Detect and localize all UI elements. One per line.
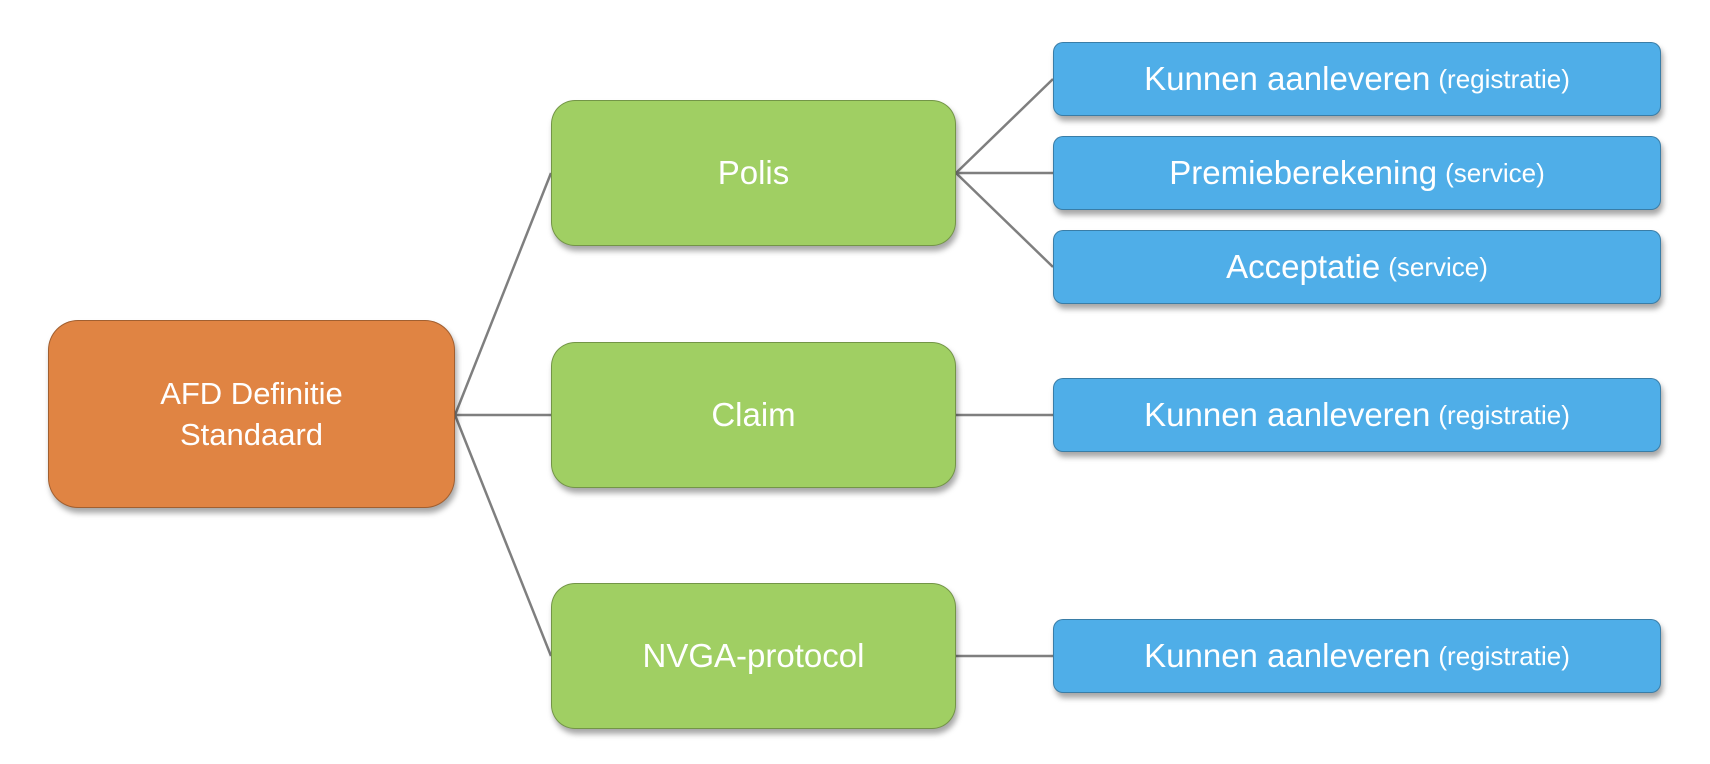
connector-polis-leaf-3 [955, 172, 1054, 268]
leaf-node-polis-kunnen-aanleveren: Kunnen aanleveren (registratie) [1053, 42, 1661, 116]
category-label: Polis [717, 154, 790, 191]
root-label-line1: AFD Definitie [160, 376, 343, 411]
category-node-claim: Claim [551, 342, 956, 488]
category-node-polis: Polis [551, 100, 956, 246]
leaf-node-polis-acceptatie: Acceptatie (service) [1053, 230, 1661, 304]
leaf-qualifier: (service) [1445, 157, 1545, 188]
connector-root-polis [453, 172, 553, 416]
category-label: NVGA-protocol [642, 637, 865, 674]
leaf-qualifier: (service) [1388, 251, 1488, 282]
leaf-main-label: Kunnen aanleveren [1144, 637, 1431, 674]
leaf-node-claim-kunnen-aanleveren: Kunnen aanleveren (registratie) [1053, 378, 1661, 452]
leaf-node-polis-premieberekening: Premieberekening (service) [1053, 136, 1661, 210]
root-label-line2: Standaard [179, 417, 324, 452]
category-node-nvga-protocol: NVGA-protocol [551, 583, 956, 729]
leaf-qualifier: (registratie) [1438, 63, 1570, 94]
leaf-main-label: Kunnen aanleveren [1144, 396, 1431, 433]
connector-root-nvga [453, 414, 553, 657]
leaf-qualifier: (registratie) [1438, 640, 1570, 671]
leaf-main-label: Kunnen aanleveren [1144, 60, 1431, 97]
root-node: AFD Definitie Standaard [48, 320, 455, 508]
leaf-main-label: Premieberekening [1169, 154, 1438, 191]
leaf-node-nvga-kunnen-aanleveren: Kunnen aanleveren (registratie) [1053, 619, 1661, 693]
leaf-qualifier: (registratie) [1438, 399, 1570, 430]
leaf-main-label: Acceptatie [1226, 248, 1381, 285]
connector-polis-leaf-1 [955, 78, 1054, 174]
category-label: Claim [711, 396, 796, 433]
